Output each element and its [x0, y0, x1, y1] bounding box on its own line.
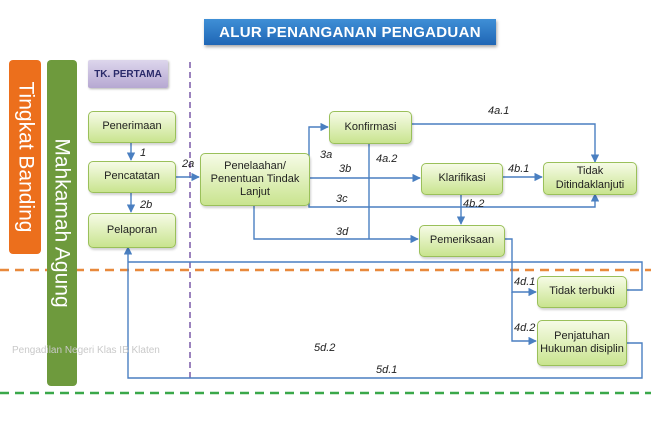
box-pelaporan: Pelaporan: [88, 213, 176, 248]
edge-label-3d: 3d: [336, 226, 349, 238]
edge-label-5d2: 5d.2: [314, 342, 336, 354]
edge-label-3a: 3a: [320, 149, 333, 161]
mahkamah-agung-label: Mahkamah Agung: [51, 138, 75, 308]
edge-label-4a1: 4a.1: [488, 105, 510, 117]
tingkat-banding-label: Tingkat Banding: [14, 81, 37, 233]
edge-label-2a: 2a: [182, 158, 195, 170]
edge-label-4b2: 4b.2: [463, 198, 485, 210]
edge-label-3b: 3b: [339, 163, 352, 175]
page-title: ALUR PENANGANAN PENGADUAN: [204, 19, 496, 45]
box-pemeriksaan: Pemeriksaan: [419, 225, 505, 257]
box-tidak-ditindaklanjuti: Tidak Ditindaklanjuti: [543, 162, 637, 195]
edge-label-5d1: 5d.1: [376, 364, 398, 376]
box-penjatuhan-hukuman: Penjatuhan Hukuman disiplin: [537, 320, 627, 366]
edge-label-4b1: 4b.1: [508, 163, 530, 175]
edge-label-4a2: 4a.2: [376, 153, 398, 165]
tk-pertama-tag: TK. PERTAMA: [88, 60, 168, 88]
mahkamah-agung-bar: Mahkamah Agung: [47, 60, 77, 386]
edge-label-3c: 3c: [336, 193, 348, 205]
box-tidak-terbukti: Tidak terbukti: [537, 276, 627, 308]
edge-label-4d2: 4d.2: [514, 322, 536, 334]
box-penerimaan: Penerimaan: [88, 111, 176, 143]
edge-label-4d1: 4d.1: [514, 276, 536, 288]
box-penelaahan: Penelaahan/ Penentuan Tindak Lanjut: [200, 153, 310, 206]
edge-label-2b: 2b: [140, 199, 153, 211]
tingkat-banding-bar: Tingkat Banding: [9, 60, 41, 254]
watermark: Pengadilan Negeri Klas IB Klaten: [12, 345, 160, 356]
box-pencatatan: Pencatatan: [88, 161, 176, 193]
box-klarifikasi: Klarifikasi: [421, 163, 503, 195]
box-konfirmasi: Konfirmasi: [329, 111, 412, 144]
edge-label-1: 1: [140, 147, 147, 159]
